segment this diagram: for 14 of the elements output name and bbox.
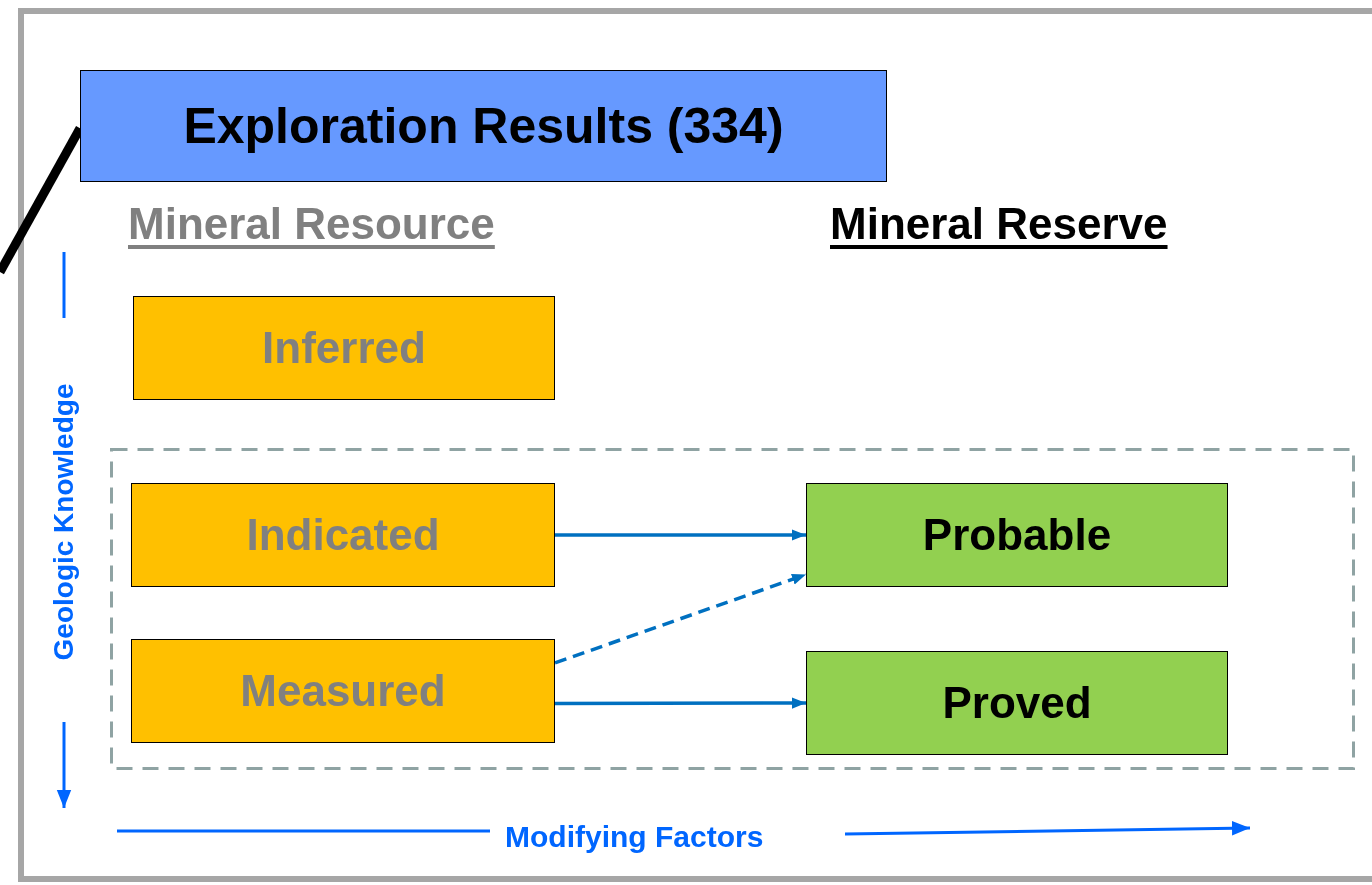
reserve-box: Probable [806, 483, 1228, 587]
column-heading: Mineral Resource [128, 202, 495, 246]
arrow [555, 529, 806, 541]
arrow [555, 697, 806, 709]
axis-label: Modifying Factors [505, 822, 764, 852]
column-heading: Mineral Reserve [830, 202, 1168, 246]
resource-box: Measured [131, 639, 555, 743]
arrow [554, 572, 807, 665]
axis-label: Geologic Knowledge [50, 383, 78, 661]
title-box: Exploration Results (334) [80, 70, 887, 182]
resource-box: Indicated [131, 483, 555, 587]
dashed-group-box [110, 448, 1355, 770]
resource-box: Inferred [133, 296, 555, 400]
reserve-box: Proved [806, 651, 1228, 755]
